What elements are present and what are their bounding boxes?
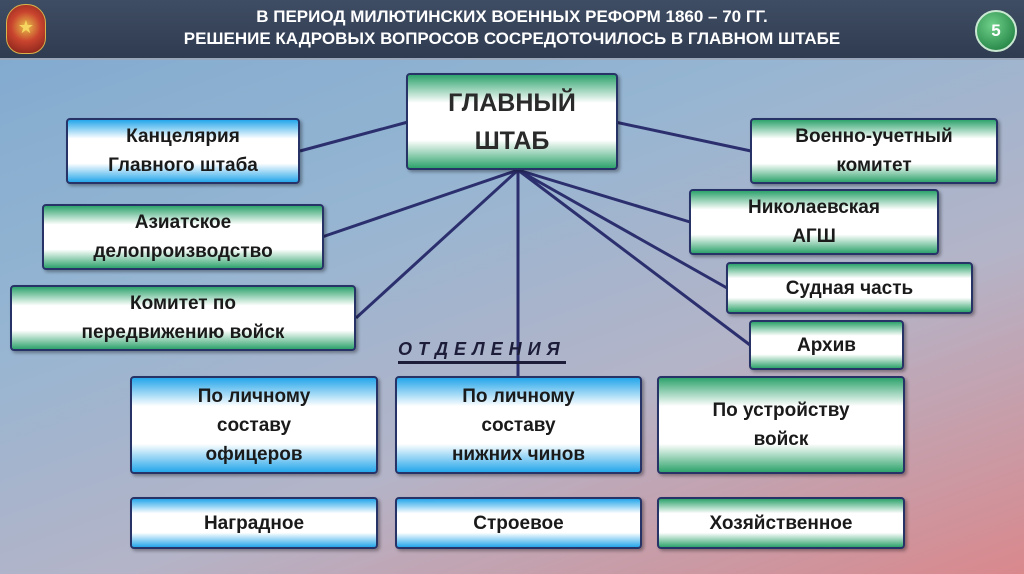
nicholas-academy-box: Николаевская АГШ <box>689 189 939 255</box>
page-number-badge: 5 <box>975 10 1017 52</box>
connector-line <box>299 120 409 153</box>
departments-label: ОТДЕЛЕНИЯ <box>398 339 566 364</box>
slide-title: В ПЕРИОД МИЛЮТИНСКИХ ВОЕННЫХ РЕФОРМ 1860… <box>0 6 1024 50</box>
chancellery-box: Канцелярия Главного штаба <box>66 118 300 184</box>
connector-line <box>517 168 691 224</box>
asian-office-box: Азиатское делопроизводство <box>42 204 324 270</box>
officer-personnel-box: По личному составу офицеров <box>130 376 378 474</box>
lower-ranks-personnel-box: По личному составу нижних чинов <box>395 376 642 474</box>
awards-box: Наградное <box>130 497 378 549</box>
connector-line <box>614 120 752 153</box>
slide-header: В ПЕРИОД МИЛЮТИНСКИХ ВОЕННЫХ РЕФОРМ 1860… <box>0 0 1024 60</box>
connector-line <box>517 168 728 290</box>
troop-movement-committee-box: Комитет по передвижению войск <box>10 285 356 351</box>
judicial-part-box: Судная часть <box>726 262 973 314</box>
main-staff-box: ГЛАВНЫЙ ШТАБ <box>406 73 618 170</box>
military-registration-committee-box: Военно-учетный комитет <box>750 118 998 184</box>
title-line-2: РЕШЕНИЕ КАДРОВЫХ ВОПРОСОВ СОСРЕДОТОЧИЛОС… <box>183 29 841 48</box>
title-line-1: В ПЕРИОД МИЛЮТИНСКИХ ВОЕННЫХ РЕФОРМ 1860… <box>256 7 768 26</box>
connector-line <box>321 168 519 239</box>
coat-of-arms-icon <box>6 4 46 54</box>
drill-box: Строевое <box>395 497 642 549</box>
troop-organization-box: По устройству войск <box>657 376 905 474</box>
connector-line <box>354 168 520 320</box>
economic-box: Хозяйственное <box>657 497 905 549</box>
archive-box: Архив <box>749 320 904 370</box>
connector-line <box>517 168 751 347</box>
